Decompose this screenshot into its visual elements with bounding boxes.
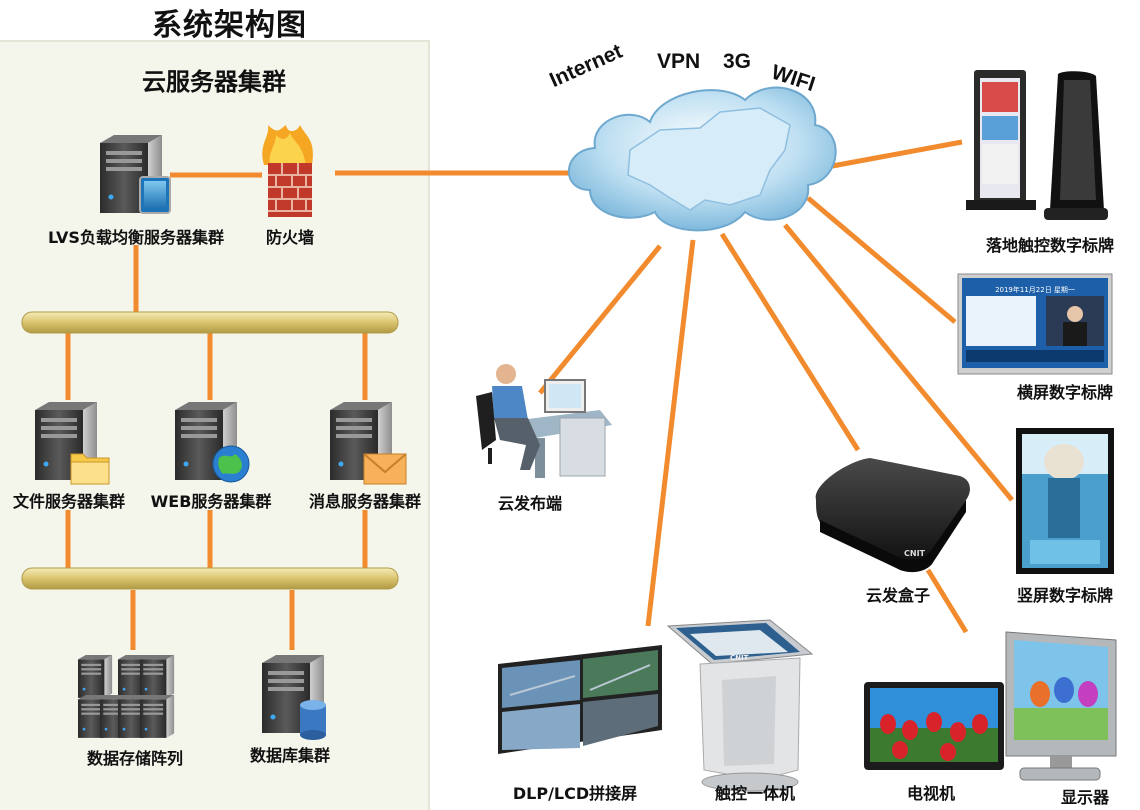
touch-kiosk-label: 触控一体机 (714, 784, 795, 803)
landscape-signage-icon: 2019年11月22日 星期一 (957, 273, 1113, 375)
message-server-icon (330, 402, 407, 485)
tv-label: 电视机 (906, 784, 955, 803)
storage-label: 数据存储阵列 (86, 749, 183, 768)
bus-upper (21, 311, 399, 334)
cloud-cluster-title: 云服务器集群 (142, 68, 286, 96)
network-links (335, 139, 1014, 634)
box-brand-text: CNIT (904, 549, 926, 558)
lvs-label: LVS负载均衡服务器集群 (48, 228, 224, 247)
floor-signage-label: 落地触控数字标牌 (985, 236, 1114, 255)
tv-icon (864, 682, 1004, 770)
database-label: 数据库集群 (249, 746, 330, 765)
page-title: 系统架构图 (152, 8, 307, 43)
vpn-label: VPN (657, 50, 701, 73)
portrait-signage-label: 竖屏数字标牌 (1016, 586, 1113, 605)
3g-label: 3G (723, 50, 752, 73)
monitor-label: 显示器 (1060, 788, 1109, 807)
file-server-icon (35, 402, 110, 485)
firewall-icon (262, 125, 313, 217)
cloud-box-icon: CNIT (815, 458, 970, 573)
landscape-signage-label: 横屏数字标牌 (1016, 383, 1113, 402)
touch-kiosk-icon: CNIT (666, 619, 814, 792)
portrait-signage-icon (1016, 428, 1114, 574)
kiosk-brand-text: CNIT (730, 654, 749, 662)
publisher-label: 云发布端 (497, 494, 562, 513)
cloud-box-label: 云发盒子 (865, 586, 930, 605)
internet-cloud-icon (567, 86, 837, 232)
database-icon (262, 655, 326, 740)
splicing-screen-icon (498, 645, 662, 754)
bus-lower (21, 567, 399, 590)
storage-array-icon (78, 655, 175, 738)
file-server-label: 文件服务器集群 (12, 492, 125, 511)
lvs-server-icon (100, 135, 171, 214)
msg-server-label: 消息服务器集群 (308, 492, 421, 511)
cluster-links (65, 172, 368, 650)
floor-signage-icon (966, 70, 1108, 220)
publisher-icon (476, 364, 612, 478)
web-server-icon (175, 402, 250, 483)
splicing-screen-label: DLP/LCD拼接屏 (512, 784, 638, 803)
monitor-icon (1005, 631, 1117, 781)
firewall-label: 防火墙 (265, 228, 314, 247)
web-server-label: WEB服务器集群 (150, 492, 272, 511)
signage-date-text: 2019年11月22日 星期一 (995, 285, 1075, 294)
